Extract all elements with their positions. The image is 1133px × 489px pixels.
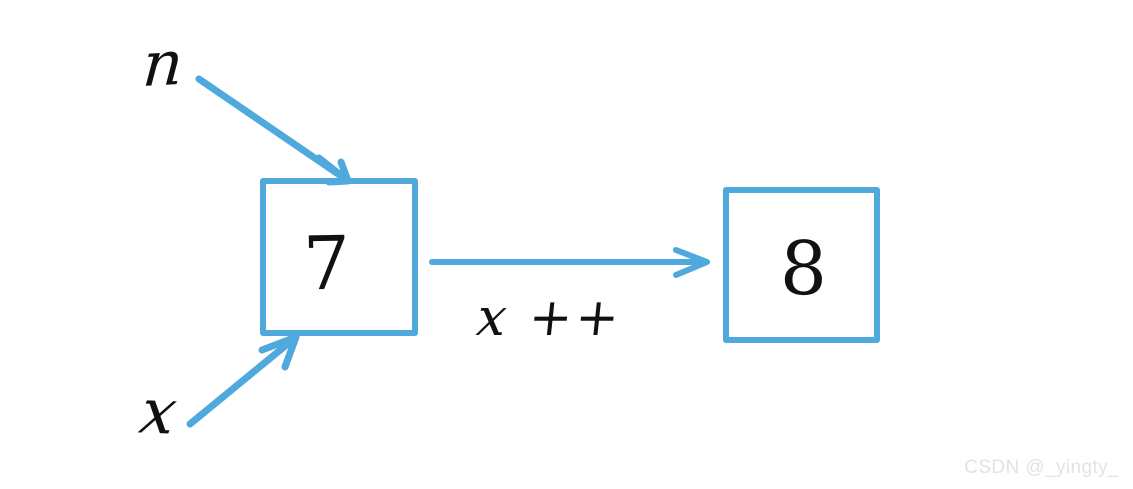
label-n: n [140, 26, 186, 101]
memory-box-1 [260, 178, 418, 336]
memory-box-1-value: 7 [302, 220, 351, 308]
memory-box-2 [723, 187, 880, 343]
arrow-x-to-box1 [186, 333, 300, 428]
arrow-box1-to-box2 [429, 247, 710, 278]
label-x-increment: x ++ [473, 288, 626, 348]
memory-box-2-value: 8 [779, 225, 828, 313]
watermark: CSDN @_yingty_ [964, 457, 1119, 478]
arrow-n-to-box1 [195, 75, 352, 186]
